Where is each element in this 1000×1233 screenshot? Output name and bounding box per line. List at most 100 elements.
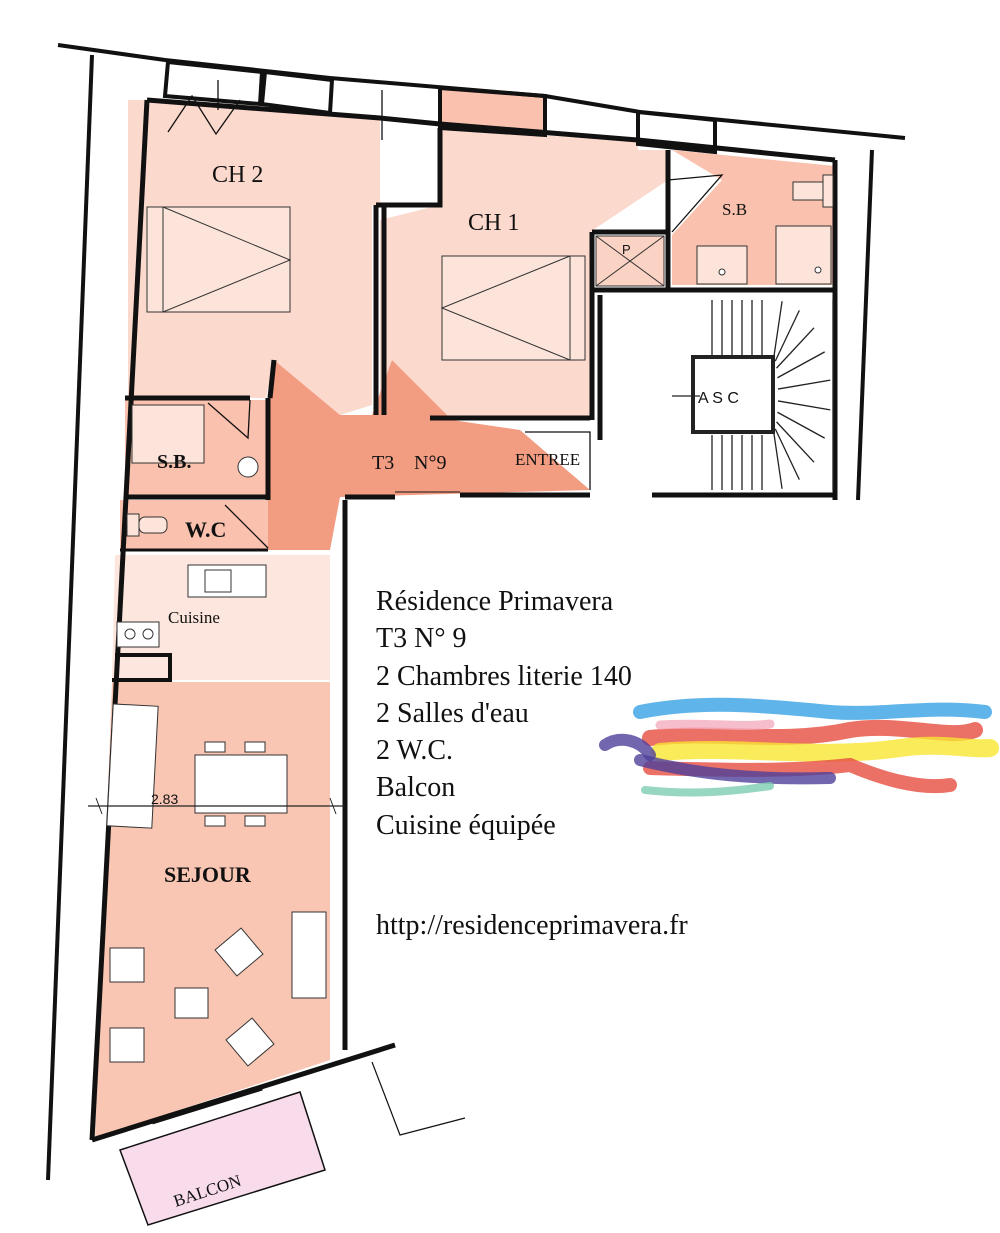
label-asc: A S C bbox=[698, 390, 739, 407]
staircase bbox=[672, 300, 834, 490]
sink-top bbox=[696, 245, 748, 285]
stair-wind-4 bbox=[777, 379, 831, 390]
label-t3: T3 bbox=[372, 452, 394, 474]
cooktop bbox=[116, 621, 160, 648]
toilet bbox=[126, 513, 140, 537]
room-kitchen bbox=[112, 555, 330, 680]
door-entree bbox=[525, 431, 591, 490]
dining-table bbox=[194, 754, 288, 814]
door-ch2-window bbox=[167, 94, 241, 136]
shower-left bbox=[131, 404, 205, 464]
window-ch2-b bbox=[259, 69, 335, 116]
wall-kitchen-counter bbox=[112, 653, 172, 682]
logo-brush-stroke bbox=[651, 736, 999, 762]
door-wc bbox=[224, 504, 269, 549]
burner-1 bbox=[124, 628, 136, 640]
chair-2 bbox=[244, 741, 266, 753]
room-hallway bbox=[268, 360, 590, 550]
logo-brush-stroke bbox=[634, 754, 836, 785]
label-sb-top: S.B bbox=[722, 200, 747, 219]
sink-top-drain bbox=[718, 268, 726, 276]
door-sb-top bbox=[667, 174, 724, 233]
dim-tick-l bbox=[95, 797, 103, 815]
furniture bbox=[88, 174, 834, 1067]
logo-brush-stroke bbox=[633, 697, 992, 720]
stair-wind-0 bbox=[773, 301, 783, 358]
chair-1 bbox=[204, 741, 226, 753]
stair-wind-9 bbox=[773, 432, 783, 489]
sink-left bbox=[237, 456, 259, 478]
chair-3 bbox=[204, 815, 226, 827]
lift-shaft bbox=[691, 355, 775, 434]
apartment-info: Résidence Primavera T3 N° 9 2 Chambres l… bbox=[376, 583, 632, 844]
stair-steps bbox=[711, 300, 834, 490]
window-sb bbox=[636, 109, 717, 155]
label-entree: ENTREE bbox=[515, 450, 580, 469]
logo-brush-stroke bbox=[599, 733, 656, 761]
label-placard: P bbox=[622, 242, 631, 257]
door-swings bbox=[167, 80, 724, 549]
info-type: T3 N° 9 bbox=[376, 623, 467, 655]
residence-logo bbox=[599, 697, 999, 797]
logo-brush-stroke bbox=[642, 719, 983, 746]
walls bbox=[46, 43, 906, 1226]
info-kitchen: Cuisine équipée bbox=[376, 809, 556, 841]
towel-rack-b bbox=[822, 174, 834, 208]
info-bathrooms: 2 Salles d'eau bbox=[376, 697, 529, 729]
tv-unit bbox=[291, 911, 327, 999]
bed-ch1 bbox=[441, 255, 586, 361]
website-link[interactable]: http://residenceprimavera.fr bbox=[376, 910, 688, 941]
shower-top bbox=[775, 225, 832, 285]
stair-wind-7 bbox=[776, 421, 815, 463]
outer-wall-left bbox=[46, 54, 94, 1181]
placard-x2 bbox=[595, 235, 665, 287]
stair-wind-1 bbox=[774, 310, 800, 362]
label-sejour: SEJOUR bbox=[164, 862, 252, 887]
stair-wind-6 bbox=[777, 411, 825, 439]
room-labels: CH 2 CH 1 S.B P A S C S.B. T3 N°9 ENTREE… bbox=[151, 162, 747, 1211]
towel-rack bbox=[792, 181, 824, 201]
sofa bbox=[106, 703, 159, 829]
wall-ch2-diag bbox=[267, 359, 277, 399]
armchair-3 bbox=[214, 927, 264, 977]
balcony bbox=[120, 1092, 325, 1225]
info-balcony: Balcon bbox=[376, 772, 456, 804]
stair-wind-8 bbox=[774, 428, 800, 480]
dim-tick-r bbox=[329, 797, 337, 815]
coffee-table bbox=[174, 987, 209, 1019]
kitchen-sink-basin bbox=[204, 569, 232, 593]
stair-wind-5 bbox=[777, 400, 831, 411]
room-wc bbox=[120, 500, 268, 550]
info-bedrooms: 2 Chambres literie 140 bbox=[376, 660, 632, 692]
wall-ch1-top bbox=[376, 128, 443, 208]
info-wc: 2 W.C. bbox=[376, 735, 454, 767]
label-ch1: CH 1 bbox=[468, 210, 519, 236]
logo-brush-stroke bbox=[655, 719, 775, 730]
armchair-1 bbox=[109, 947, 145, 983]
logo-brush-stroke bbox=[641, 782, 774, 797]
label-dimension: 2.83 bbox=[151, 791, 178, 807]
label-sb-left: S.B. bbox=[157, 451, 191, 473]
label-ch2: CH 2 bbox=[212, 162, 263, 188]
stair-wind-2 bbox=[776, 327, 815, 369]
outer-wall-right bbox=[856, 149, 874, 501]
apartment-left-wall bbox=[89, 99, 150, 1141]
bed-ch1-lines bbox=[440, 255, 571, 361]
bed-ch2 bbox=[146, 206, 291, 313]
burner-2 bbox=[142, 628, 154, 640]
toilet-bowl bbox=[138, 516, 168, 534]
chair-4 bbox=[244, 815, 266, 827]
armchair-4 bbox=[225, 1017, 275, 1067]
label-wc: W.C bbox=[185, 517, 226, 542]
window-ch1 bbox=[438, 85, 547, 138]
exterior-line bbox=[371, 1061, 466, 1136]
bed-ch2-lines bbox=[162, 206, 292, 313]
stair-wind-3 bbox=[777, 351, 825, 379]
shower-top-drain bbox=[814, 266, 822, 274]
label-t3-num: N°9 bbox=[414, 452, 446, 474]
door-sb-left bbox=[207, 399, 251, 440]
balcony-door bbox=[151, 1085, 263, 1125]
window-strip-top bbox=[440, 88, 545, 135]
info-residence: Résidence Primavera bbox=[376, 586, 614, 617]
